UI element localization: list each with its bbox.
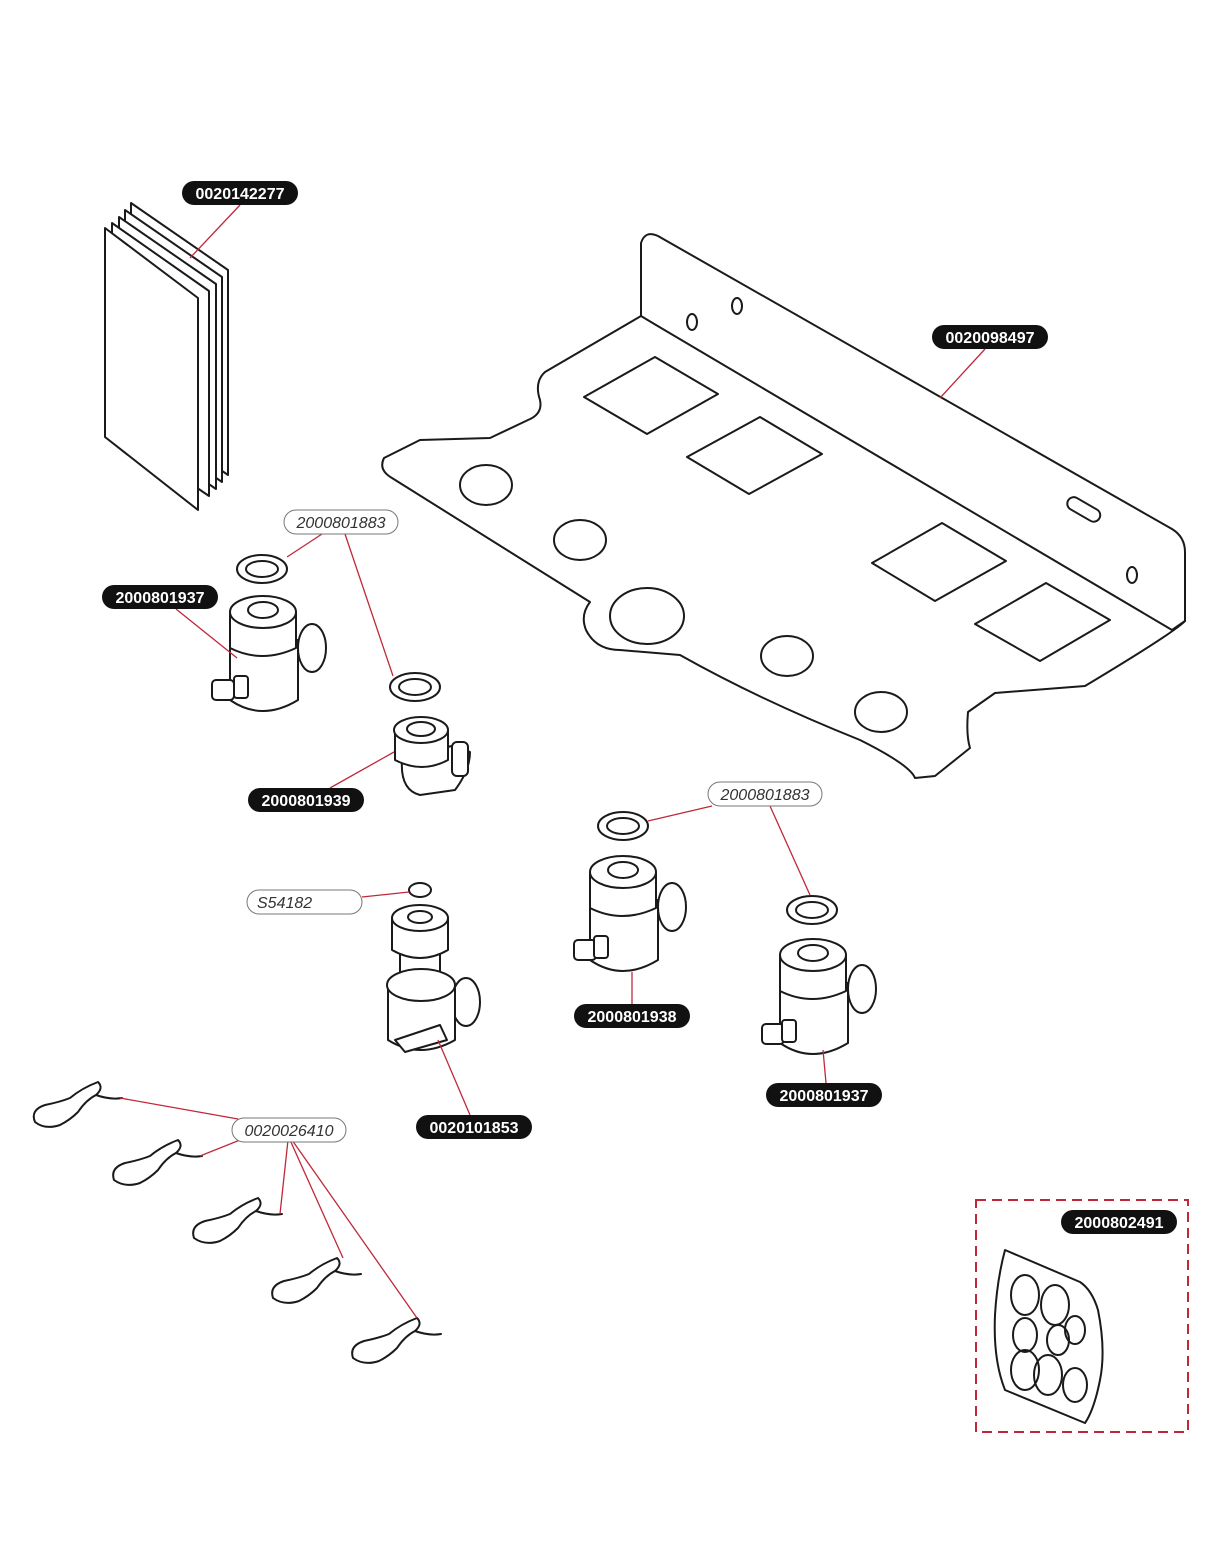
valve-left bbox=[211, 554, 327, 712]
valve-center bbox=[573, 811, 687, 972]
svg-text:2000802491: 2000802491 bbox=[1075, 1215, 1164, 1232]
small-oring bbox=[408, 882, 432, 898]
label-elbow: 2000801939 bbox=[248, 788, 364, 812]
valve-right bbox=[761, 895, 877, 1055]
label-clips: 0020026410 bbox=[231, 1117, 347, 1143]
clip-5 bbox=[351, 1317, 442, 1364]
seal-kit bbox=[975, 1199, 1189, 1433]
svg-text:2000801937: 2000801937 bbox=[116, 590, 205, 607]
label-valve-left: 2000801937 bbox=[102, 585, 218, 609]
seal-kit-dashed-frame bbox=[975, 1199, 1189, 1433]
leader-lines bbox=[119, 204, 986, 1319]
gas-valve bbox=[386, 904, 481, 1053]
label-bracket: 0020098497 bbox=[932, 325, 1048, 349]
svg-text:2000801939: 2000801939 bbox=[262, 793, 351, 810]
label-valve-center: 2000801938 bbox=[574, 1004, 690, 1028]
label-valve-right: 2000801937 bbox=[766, 1083, 882, 1107]
svg-text:0020098497: 0020098497 bbox=[946, 330, 1035, 347]
svg-text:S54182: S54182 bbox=[257, 895, 312, 912]
label-seal-kit: 2000802491 bbox=[1061, 1210, 1177, 1234]
clip-4 bbox=[271, 1257, 362, 1304]
svg-text:0020026410: 0020026410 bbox=[245, 1123, 334, 1140]
label-gas-valve: 0020101853 bbox=[416, 1115, 532, 1139]
svg-text:2000801883: 2000801883 bbox=[720, 787, 810, 804]
label-washer-top: 2000801883 bbox=[283, 509, 399, 535]
manuals-booklets bbox=[104, 202, 229, 511]
washer-elbow bbox=[389, 672, 441, 702]
label-manuals: 0020142277 bbox=[182, 181, 298, 205]
elbow-fitting bbox=[393, 716, 471, 796]
clip-3 bbox=[192, 1197, 283, 1244]
svg-text:0020101853: 0020101853 bbox=[430, 1120, 519, 1137]
label-washer-mid: 2000801883 bbox=[707, 781, 823, 807]
svg-text:2000801883: 2000801883 bbox=[296, 515, 386, 532]
label-small-oring: S54182 bbox=[246, 889, 363, 915]
svg-text:2000801938: 2000801938 bbox=[588, 1009, 677, 1026]
svg-text:2000801937: 2000801937 bbox=[780, 1088, 869, 1105]
mounting-bracket bbox=[381, 233, 1186, 779]
clip-2 bbox=[112, 1139, 203, 1186]
svg-text:0020142277: 0020142277 bbox=[196, 186, 285, 203]
clip-1 bbox=[32, 1081, 123, 1128]
